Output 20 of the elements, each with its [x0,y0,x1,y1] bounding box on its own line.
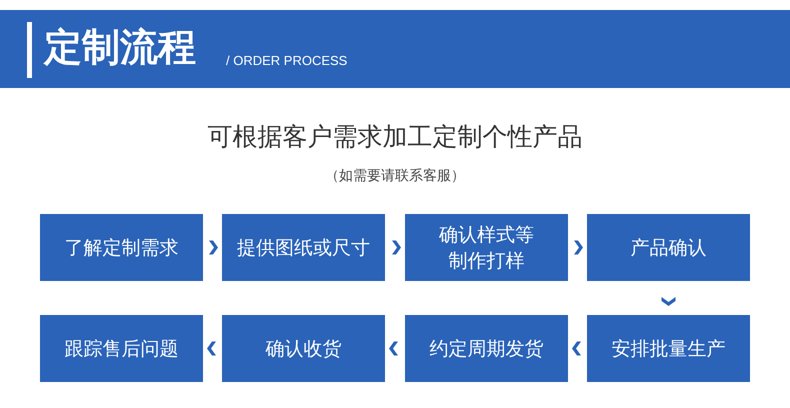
title: 定制流程 [44,24,196,70]
process-box [587,315,750,382]
process-box [405,214,568,281]
step-text: 了解定制需求 [64,236,178,260]
step-text: 确认收货 [266,336,342,362]
step-text: 确认样式等制作打样 [438,222,535,274]
process-box [40,214,203,281]
step-text: 产品确认 [630,236,706,260]
process-box [222,214,385,281]
process-box [587,214,750,281]
step-text: 提供图纸或尺寸 [237,236,370,260]
process-box [405,315,568,382]
note: （如需要请联系客服） [324,167,466,186]
subtitle: / ORDER PROCESS [226,53,348,69]
process-box [40,315,203,382]
step-text: 约定周期发货 [430,336,544,362]
step-text: 安排批量生产 [612,336,726,362]
heading: 可根据客户需求加工定制个性产品 [206,121,584,153]
process-box [222,315,385,382]
step-text: 跟踪售后问题 [64,336,178,362]
